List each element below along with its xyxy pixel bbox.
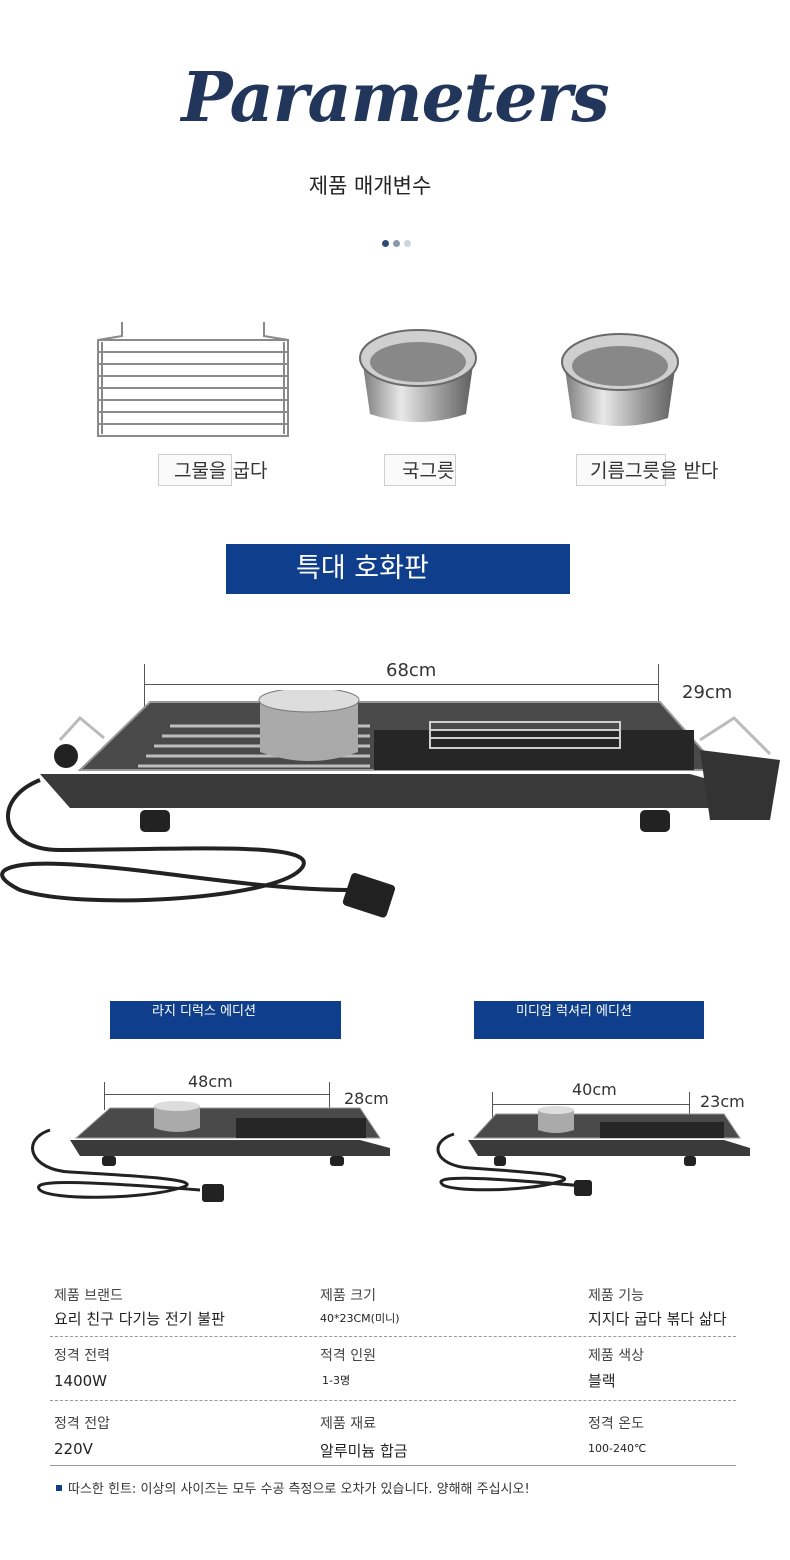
soup-bowl-icon: [359, 329, 477, 422]
spec-label: 정격 전압: [54, 1416, 110, 1432]
accessory-label: 그물을 굽다: [174, 460, 268, 482]
length-tick: [329, 1082, 330, 1110]
label-box: [384, 454, 456, 486]
bullet-icon: [56, 1484, 62, 1491]
spec-label: 제품 재료: [320, 1416, 376, 1432]
length-line: [144, 684, 658, 685]
length-label: 48cm: [188, 1072, 233, 1091]
spec-label: 정격 전력: [54, 1348, 110, 1364]
edition-banner-extra-large: 특대 호화판: [226, 544, 570, 594]
label-box: [158, 454, 232, 486]
table-bottom-border: [50, 1465, 736, 1466]
pager-dots: [382, 240, 411, 247]
accessory-label: 기름그릇을 받다: [590, 460, 719, 482]
accessory-label: 국그릇: [402, 460, 455, 482]
length-line: [104, 1094, 330, 1095]
row-divider: [50, 1336, 736, 1337]
spec-value: 1-3명: [322, 1374, 351, 1387]
width-label: 29cm: [682, 682, 733, 703]
spec-label: 제품 기능: [588, 1288, 644, 1304]
length-tick: [689, 1092, 690, 1118]
edition-banner-medium: 미디엄 럭셔리 에디션: [474, 1001, 704, 1039]
spec-label: 정격 온도: [588, 1416, 644, 1432]
size-note-text: 따스한 힌트: 이상의 사이즈는 모두 수공 측정으로 오차가 있습니다. 양해…: [68, 1482, 530, 1497]
width-label: 23cm: [700, 1092, 745, 1111]
edition-banner-large: 라지 디럭스 에디션: [110, 1001, 341, 1039]
size-note: 따스한 힌트: 이상의 사이즈는 모두 수공 측정으로 오차가 있습니다. 양해…: [56, 1478, 530, 1497]
spec-value: 100-240℃: [588, 1442, 647, 1455]
length-label: 68cm: [386, 660, 437, 681]
spec-value: 40*23CM(미니): [320, 1312, 400, 1325]
length-label: 40cm: [572, 1080, 617, 1099]
spec-value: 지지다 굽다 볶다 삶다: [588, 1310, 727, 1328]
grill-rack-icon: [97, 322, 289, 437]
spec-value: 블랙: [588, 1372, 616, 1390]
spec-value: 요리 친구 다기능 전기 불판: [54, 1310, 225, 1328]
length-tick: [104, 1082, 105, 1110]
spec-value: 1400W: [54, 1372, 108, 1390]
page-subtitle: 제품 매개변수: [308, 174, 432, 198]
length-tick: [144, 664, 145, 708]
length-tick: [492, 1092, 493, 1118]
length-line: [492, 1104, 690, 1105]
pager-dot: [393, 240, 400, 247]
label-box: [576, 454, 666, 486]
spec-label: 제품 브랜드: [54, 1288, 123, 1304]
griddle-image-small: [436, 1106, 750, 1196]
spec-value: 220V: [54, 1440, 93, 1458]
pager-dot: [382, 240, 389, 247]
row-divider: [50, 1400, 736, 1401]
spec-label: 제품 크기: [320, 1288, 376, 1304]
oil-bowl-icon: [561, 333, 679, 426]
spec-label: 제품 색상: [588, 1348, 644, 1364]
spec-value: 알루미늄 합금: [320, 1442, 408, 1460]
griddle-image-medium: [31, 1101, 390, 1202]
spec-label: 적격 인원: [320, 1348, 376, 1364]
width-label: 28cm: [344, 1089, 389, 1108]
length-tick: [658, 664, 659, 708]
page-title: Parameters: [181, 58, 609, 138]
pager-dot: [404, 240, 411, 247]
griddle-image-large: [0, 690, 780, 918]
